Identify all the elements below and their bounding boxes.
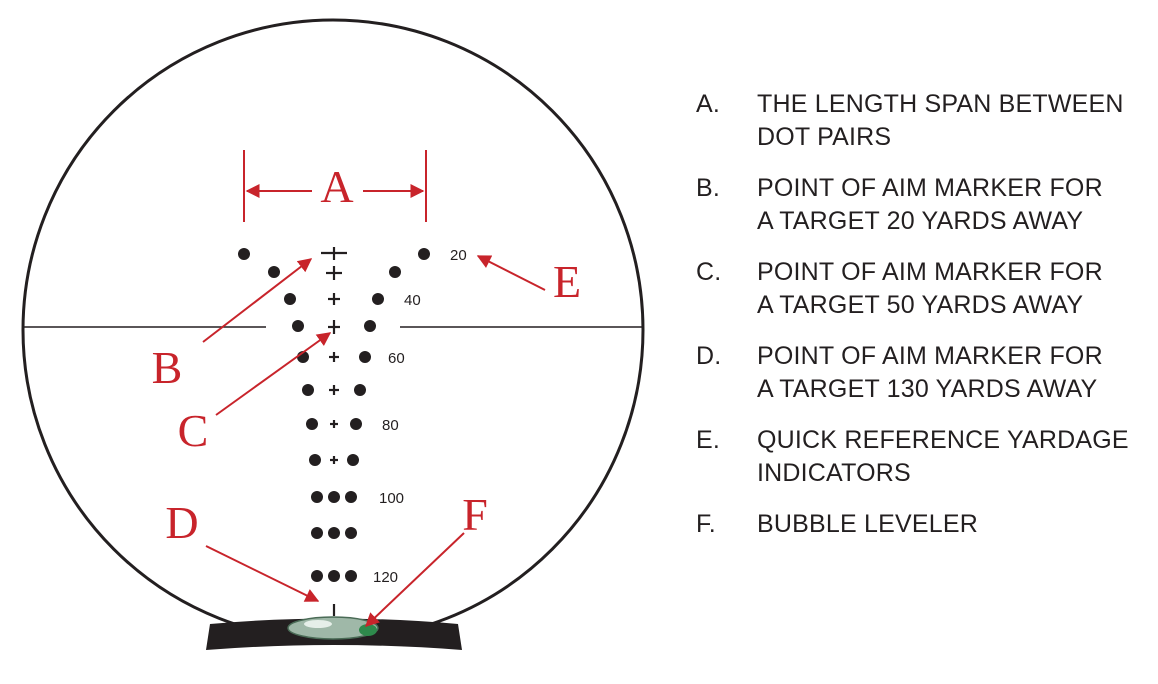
reticle-dot [328, 570, 340, 582]
legend-key: A. [696, 90, 721, 118]
legend-line: A TARGET 20 YARDS AWAY [757, 207, 1084, 235]
legend-item-d: D. POINT OF AIM MARKER FOR A TARGET 130 … [696, 340, 1151, 406]
legend-key: D. [696, 342, 722, 370]
legend-line: DOT PAIRS [757, 123, 892, 151]
callout-c: C [178, 405, 209, 456]
yardage-label-80: 80 [382, 417, 399, 434]
reticle-dot [345, 491, 357, 503]
legend-key: C. [696, 258, 722, 286]
reticle-dot [311, 491, 323, 503]
reticle-dot [389, 266, 401, 278]
reticle-dot [354, 384, 366, 396]
callout-d: D [165, 497, 198, 548]
reticle-dot [359, 351, 371, 363]
callout-a: A [320, 161, 353, 212]
yardage-label-60: 60 [388, 350, 405, 367]
legend-line: POINT OF AIM MARKER FOR [757, 258, 1103, 286]
reticle-dot [292, 320, 304, 332]
reticle-dot [364, 320, 376, 332]
reticle-dot [345, 570, 357, 582]
legend-item-c: C. POINT OF AIM MARKER FOR A TARGET 50 Y… [696, 256, 1151, 322]
legend-text: THE LENGTH SPAN BETWEEN DOT PAIRS [757, 88, 1151, 154]
yardage-label-20: 20 [450, 247, 467, 264]
legend-text: POINT OF AIM MARKER FOR A TARGET 20 YARD… [757, 172, 1151, 238]
bubble-green-edge [359, 624, 377, 636]
legend-line: QUICK REFERENCE YARDAGE [757, 426, 1129, 454]
reticle-dot [328, 491, 340, 503]
legend-key: F. [696, 510, 716, 538]
legend-text: POINT OF AIM MARKER FOR A TARGET 50 YARD… [757, 256, 1151, 322]
legend-item-e: E. QUICK REFERENCE YARDAGE INDICATORS [696, 424, 1151, 490]
legend-text: POINT OF AIM MARKER FOR A TARGET 130 YAR… [757, 340, 1151, 406]
reticle-dot [328, 527, 340, 539]
legend-key: B. [696, 174, 721, 202]
yardage-label-40: 40 [404, 292, 421, 309]
reticle-dot [284, 293, 296, 305]
legend-line: BUBBLE LEVELER [757, 510, 978, 538]
legend-line: A TARGET 130 YARDS AWAY [757, 375, 1098, 403]
legend-line: POINT OF AIM MARKER FOR [757, 174, 1103, 202]
arrow-d [205, 545, 320, 602]
reticle-dots [238, 248, 430, 582]
arrow-e [476, 255, 546, 291]
reticle-dot [306, 418, 318, 430]
legend-text: BUBBLE LEVELER [757, 508, 1151, 541]
reticle-dot [347, 454, 359, 466]
reticle-dot [268, 266, 280, 278]
callout-f: F [462, 489, 488, 540]
arrow-c [215, 332, 332, 416]
reticle-dot [418, 248, 430, 260]
reticle-dot [311, 570, 323, 582]
reticle-dot [302, 384, 314, 396]
yardage-label-120: 120 [373, 569, 398, 586]
legend-key: E. [696, 426, 721, 454]
yardage-label-100: 100 [379, 490, 404, 507]
callout-b: B [152, 342, 183, 393]
reticle-dot [238, 248, 250, 260]
legend-item-b: B. POINT OF AIM MARKER FOR A TARGET 20 Y… [696, 172, 1151, 238]
aim-markers [321, 247, 347, 616]
arrow-f [364, 532, 465, 627]
reticle-dot [311, 527, 323, 539]
reticle-dot [309, 454, 321, 466]
arrow-b [202, 258, 313, 343]
legend-item-f: F. BUBBLE LEVELER [696, 508, 1151, 541]
callout-arrows [202, 255, 546, 627]
callout-e: E [553, 256, 581, 307]
legend-item-a: A. THE LENGTH SPAN BETWEEN DOT PAIRS [696, 88, 1151, 154]
legend-text: QUICK REFERENCE YARDAGE INDICATORS [757, 424, 1151, 490]
reticle-dot [345, 527, 357, 539]
legend-list: A. THE LENGTH SPAN BETWEEN DOT PAIRS B. … [696, 88, 1151, 559]
legend-line: POINT OF AIM MARKER FOR [757, 342, 1103, 370]
legend-line: THE LENGTH SPAN BETWEEN [757, 90, 1124, 118]
reticle-dot [350, 418, 362, 430]
legend-line: INDICATORS [757, 459, 911, 487]
bubble-highlight [304, 620, 332, 628]
legend-line: A TARGET 50 YARDS AWAY [757, 291, 1084, 319]
reticle-dot [372, 293, 384, 305]
